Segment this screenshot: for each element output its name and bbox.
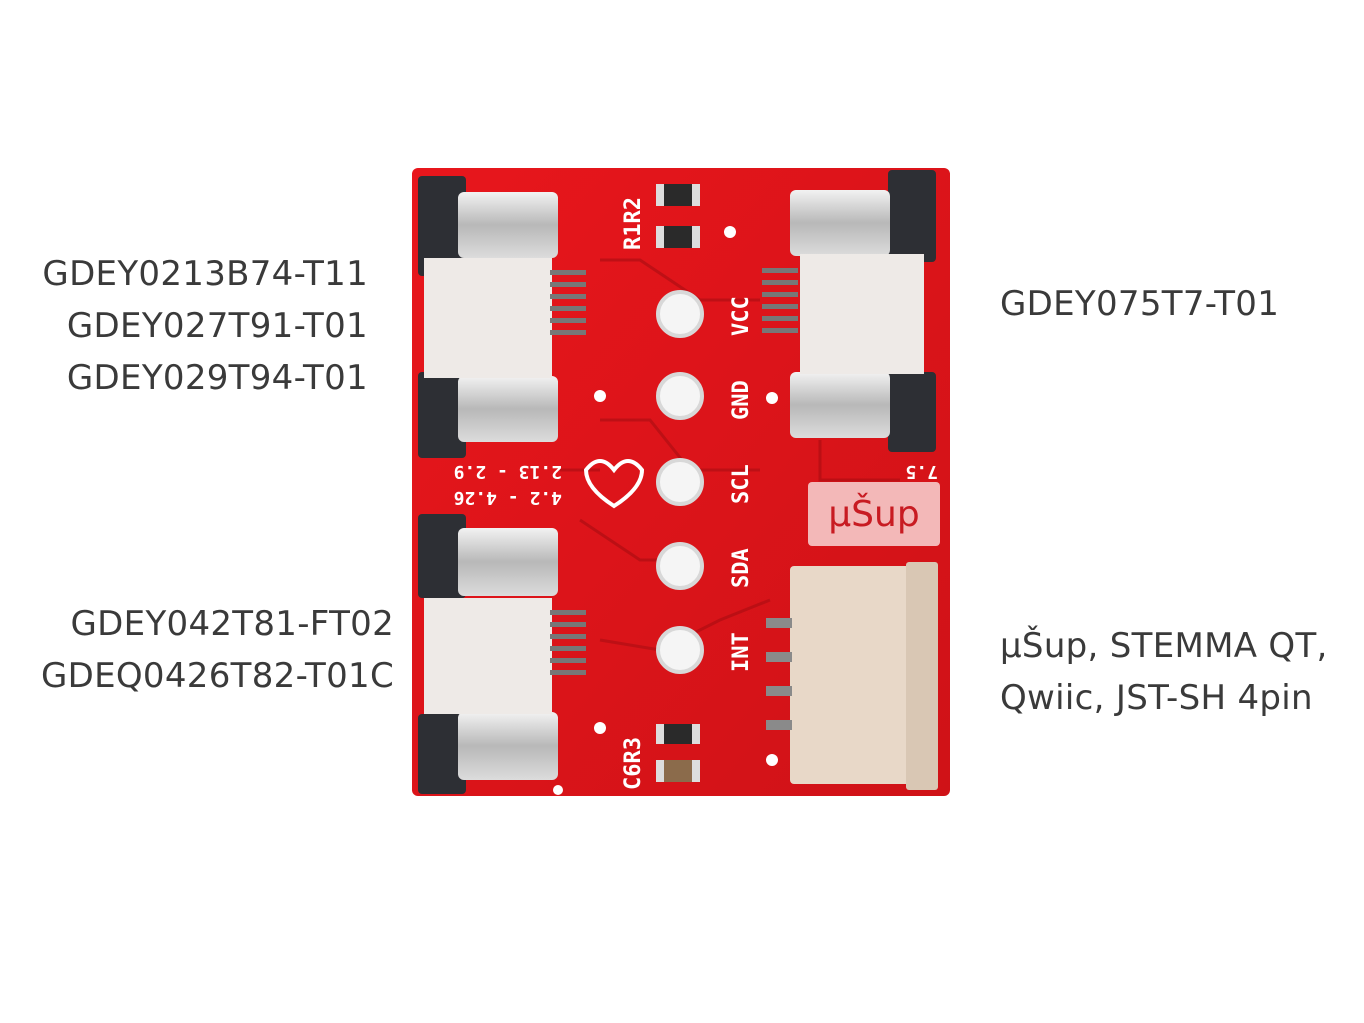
pin-label-scl: SCL: [729, 464, 754, 504]
pin-label-vcc: VCC: [729, 296, 754, 336]
label-top-right: GDEY075T7-T01: [1000, 278, 1279, 330]
model-label: GDEY042T81-FT02: [70, 604, 394, 644]
fpc-connector-top-left: [418, 176, 586, 458]
pin-label-gnd: GND: [729, 380, 754, 420]
label-top-left: GDEY0213B74-T11 GDEY027T91-T01 GDEY029T9…: [20, 248, 368, 404]
model-label: GDEY0213B74-T11: [42, 254, 368, 294]
label-bottom-right: µŠup, STEMMA QT, Qwiic, JST-SH 4pin: [1000, 620, 1328, 724]
model-label: GDEQ0426T82-T01C: [40, 656, 394, 696]
jst-sh-connector: [766, 562, 938, 790]
fpc-connector-bottom-left: [418, 514, 586, 794]
silk-size-left-2: 4.2 - 4.26: [454, 487, 562, 508]
model-label: GDEY029T94-T01: [66, 358, 368, 398]
silk-size-left: 2.13 - 2.9: [454, 461, 562, 482]
connector-label: µŠup, STEMMA QT,: [1000, 626, 1328, 666]
silk-c6r3: C6R3: [621, 737, 646, 790]
connector-label: Qwiic, JST-SH 4pin: [1000, 678, 1313, 718]
logo-block: µŠup: [808, 482, 940, 546]
model-label: GDEY027T91-T01: [66, 306, 368, 346]
silk-size-right: 7.5: [905, 461, 938, 482]
heart-icon: [583, 459, 645, 509]
smd-parts: [656, 184, 700, 782]
pin-label-int: INT: [729, 632, 754, 672]
pin-pads: [656, 290, 704, 674]
model-label: GDEY075T7-T01: [1000, 284, 1280, 324]
pin-label-sda: SDA: [729, 548, 754, 588]
fpc-connector-top-right: [762, 170, 936, 452]
logo-text: µŠup: [828, 493, 919, 535]
label-bottom-left: GDEY042T81-FT02 GDEQ0426T82-T01C: [20, 598, 394, 702]
silk-r1r2: R1R2: [621, 197, 646, 250]
